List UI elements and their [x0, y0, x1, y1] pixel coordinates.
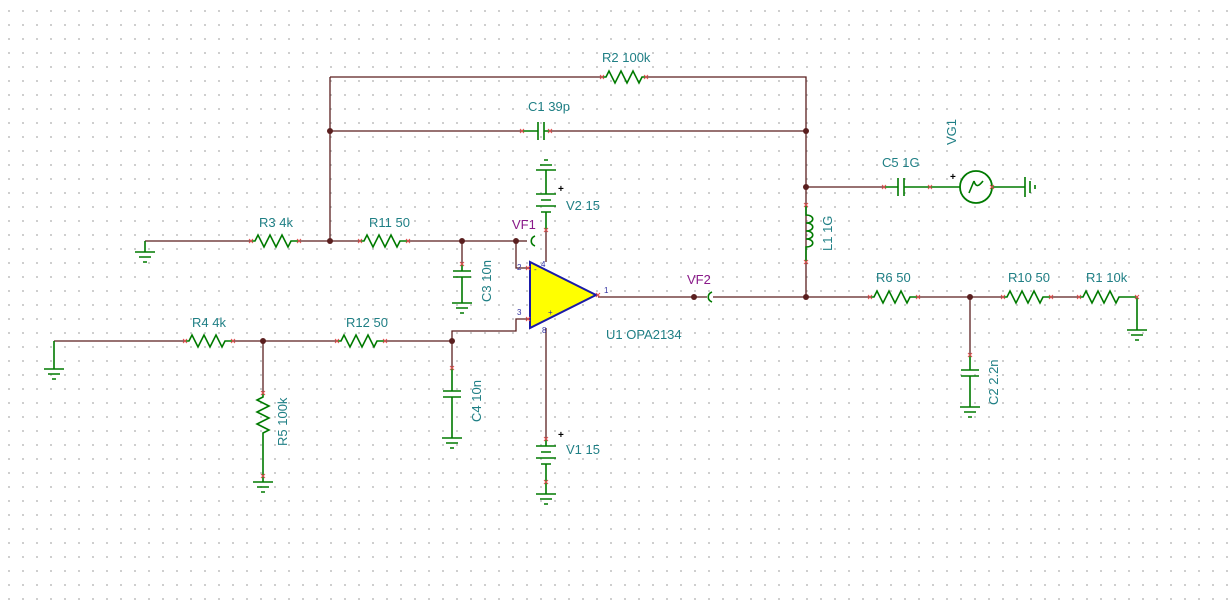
junction-node — [691, 294, 697, 300]
label-vf1: VF1 — [512, 217, 536, 232]
pin-markers — [182, 74, 1140, 485]
label-v1: V1 15 — [566, 442, 600, 457]
resistor-r3[interactable] — [251, 233, 299, 249]
label-r2: R2 100k — [602, 50, 651, 65]
inductor-l1[interactable] — [805, 205, 814, 262]
resistor-r5[interactable] — [255, 393, 271, 478]
resistor-r12[interactable] — [337, 333, 385, 349]
ground-icon — [253, 478, 273, 493]
opamp-u1[interactable]: 2 4 3 8 1 - + — [517, 260, 609, 335]
ground-icon — [1127, 318, 1147, 341]
battery-v1[interactable]: + — [536, 430, 564, 482]
battery-v2[interactable]: + — [536, 176, 564, 230]
resistor-r2[interactable] — [602, 69, 646, 85]
ground-icon — [536, 482, 556, 505]
label-v2: V2 15 — [566, 198, 600, 213]
pin-number: 1 — [604, 286, 609, 295]
ground-icon — [452, 300, 472, 314]
junction-node — [327, 238, 333, 244]
label-c5: C5 1G — [882, 155, 920, 170]
polarity-plus: + — [558, 184, 564, 195]
ground-icon — [44, 341, 64, 380]
label-r10: R10 50 — [1008, 270, 1050, 285]
junction-node — [459, 238, 465, 244]
label-c1: C1 39p — [528, 99, 570, 114]
junction-node — [449, 338, 455, 344]
signal-source-vg1[interactable]: + — [930, 170, 1015, 204]
capacitor-c1[interactable] — [522, 122, 550, 140]
ground-symbols — [44, 159, 1147, 505]
minus-sign: - — [534, 265, 537, 274]
resistor-r1[interactable] — [1079, 289, 1138, 318]
ground-icon — [442, 435, 462, 449]
junction-nodes — [260, 128, 973, 344]
pin-number: 3 — [517, 308, 522, 317]
junction-node — [967, 294, 973, 300]
wires — [54, 76, 1079, 439]
label-u1: U1 OPA2134 — [606, 327, 682, 342]
voltmeter-vf1-icon[interactable] — [530, 235, 536, 247]
label-vg1: VG1 — [944, 119, 959, 145]
junction-node — [260, 338, 266, 344]
capacitor-c3[interactable] — [453, 264, 471, 300]
ground-icon — [1015, 177, 1036, 197]
junction-node — [803, 294, 809, 300]
component-labels: R2 100k C1 39p C5 1G VG1 R3 4k R11 50 VF… — [192, 50, 1128, 457]
label-r12: R12 50 — [346, 315, 388, 330]
capacitor-c2[interactable] — [961, 355, 979, 404]
pin-number: 8 — [542, 326, 547, 335]
label-c2: C2 2.2n — [986, 359, 1001, 405]
resistor-r11[interactable] — [360, 233, 408, 249]
label-vf2: VF2 — [687, 272, 711, 287]
junction-node — [803, 184, 809, 190]
label-r6: R6 50 — [876, 270, 911, 285]
label-r5: R5 100k — [275, 397, 290, 446]
label-r4: R4 4k — [192, 315, 226, 330]
ground-icon — [536, 159, 556, 176]
label-r3: R3 4k — [259, 215, 293, 230]
label-l1: L1 1G — [820, 216, 835, 251]
pin-number: 4 — [541, 260, 546, 269]
resistor-r4[interactable] — [185, 333, 233, 349]
capacitor-c4[interactable] — [443, 368, 461, 435]
label-c3: C3 10n — [479, 260, 494, 302]
plus-sign: + — [548, 308, 553, 317]
polarity-plus: + — [558, 430, 564, 441]
resistor-r6[interactable] — [870, 289, 918, 305]
junction-node — [513, 238, 519, 244]
label-r11: R11 50 — [369, 215, 410, 230]
ground-icon — [960, 404, 980, 418]
label-r1: R1 10k — [1086, 270, 1128, 285]
label-c4: C4 10n — [469, 380, 484, 422]
voltmeter-vf2-icon[interactable] — [707, 291, 713, 303]
resistor-r10[interactable] — [1003, 289, 1051, 305]
ground-icon — [135, 241, 155, 263]
polarity-plus: + — [950, 172, 956, 183]
junction-node — [803, 128, 809, 134]
junction-node — [327, 128, 333, 134]
pin-number: 2 — [517, 263, 522, 272]
capacitor-c5[interactable] — [884, 178, 930, 196]
